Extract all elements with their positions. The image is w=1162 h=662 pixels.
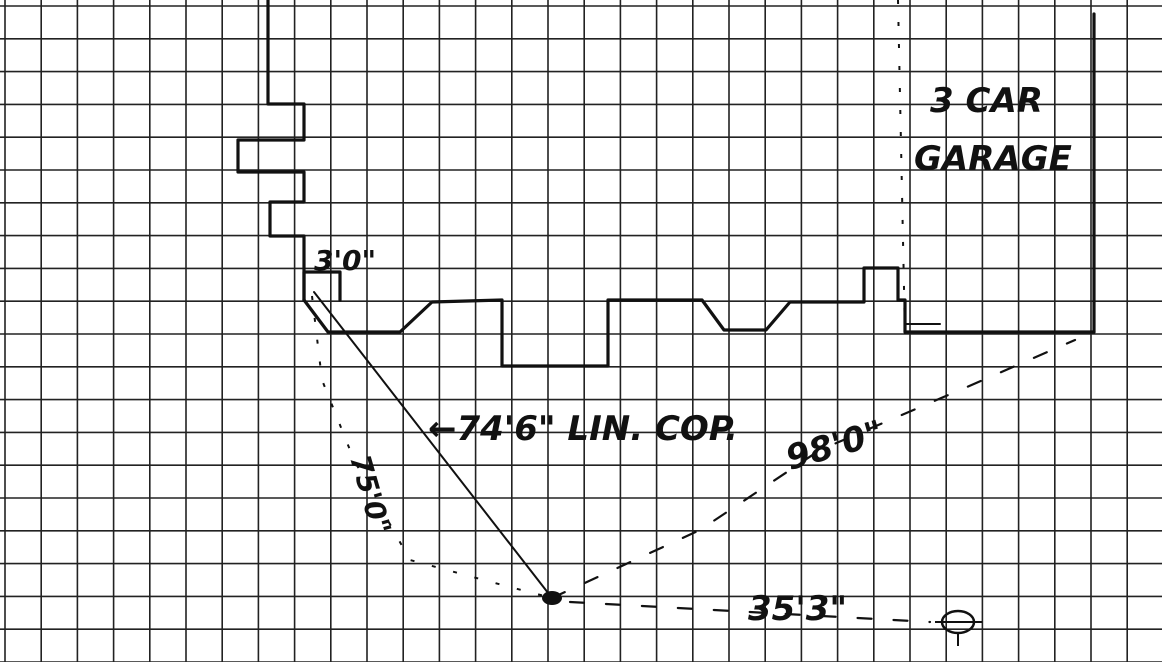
ground-post-marker-icon — [542, 591, 562, 605]
dimension-35ft-3in: 35'3" — [748, 589, 847, 629]
garage-label-line2: GARAGE — [914, 139, 1072, 179]
garage-label-line1: 3 CAR — [930, 81, 1043, 121]
guide-98ft — [550, 338, 1077, 600]
pool-pump-symbol-icon — [935, 609, 982, 646]
garage-outline — [897, 0, 1096, 337]
house-outline — [236, 0, 342, 302]
dimension-74ft-6in: ←74'6" LIN. COP. — [428, 409, 738, 449]
diagonal-line-75ft — [313, 291, 553, 599]
guide-35ft — [568, 600, 932, 624]
dimension-75ft: 75'0" — [343, 451, 397, 539]
deck-edge-outline — [302, 266, 1096, 368]
dimension-98ft: 98'0" — [781, 413, 887, 479]
dimension-3ft: 3'0" — [314, 244, 376, 277]
